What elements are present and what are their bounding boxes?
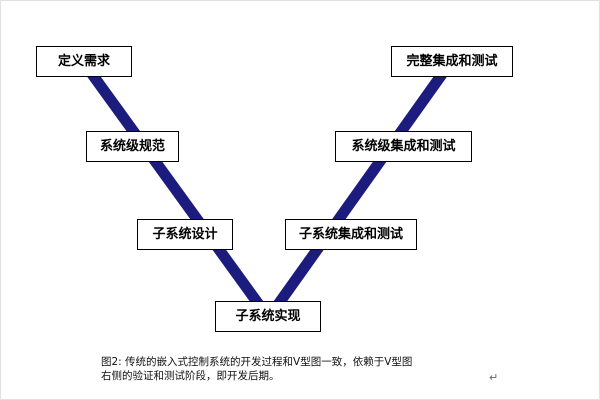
node-label: 完整集成和测试 — [406, 54, 498, 69]
node-define-requirements: 定义需求 — [36, 46, 132, 77]
node-system-level-spec: 系统级规范 — [86, 131, 179, 162]
v-left-arm-line — [79, 59, 270, 317]
node-label: 系统级规范 — [99, 139, 165, 154]
node-subsystem-integration-test: 子系统集成和测试 — [285, 219, 417, 250]
figure-caption-line1: 图2: 传统的嵌入式控制系统的开发过程和V型图一致，依赖于V型图 — [101, 356, 413, 368]
node-label: 子系统实现 — [235, 309, 301, 324]
paragraph-return-mark: ↵ — [489, 371, 499, 384]
node-label: 定义需求 — [57, 54, 110, 69]
node-label: 子系统集成和测试 — [298, 227, 403, 242]
figure-caption: 图2: 传统的嵌入式控制系统的开发过程和V型图一致，依赖于V型图 右侧的验证和测… — [101, 355, 412, 383]
figure-caption-line2: 右侧的验证和测试阶段，即开发后期。 — [101, 370, 280, 383]
node-complete-integration-test: 完整集成和测试 — [391, 46, 513, 77]
node-system-level-integration-test: 系统级集成和测试 — [335, 131, 472, 162]
v-right-arm-line — [267, 59, 455, 317]
node-subsystem-design: 子系统设计 — [137, 219, 233, 250]
node-subsystem-implementation: 子系统实现 — [215, 301, 321, 332]
node-label: 系统级集成和测试 — [351, 139, 456, 154]
node-label: 子系统设计 — [152, 227, 218, 242]
